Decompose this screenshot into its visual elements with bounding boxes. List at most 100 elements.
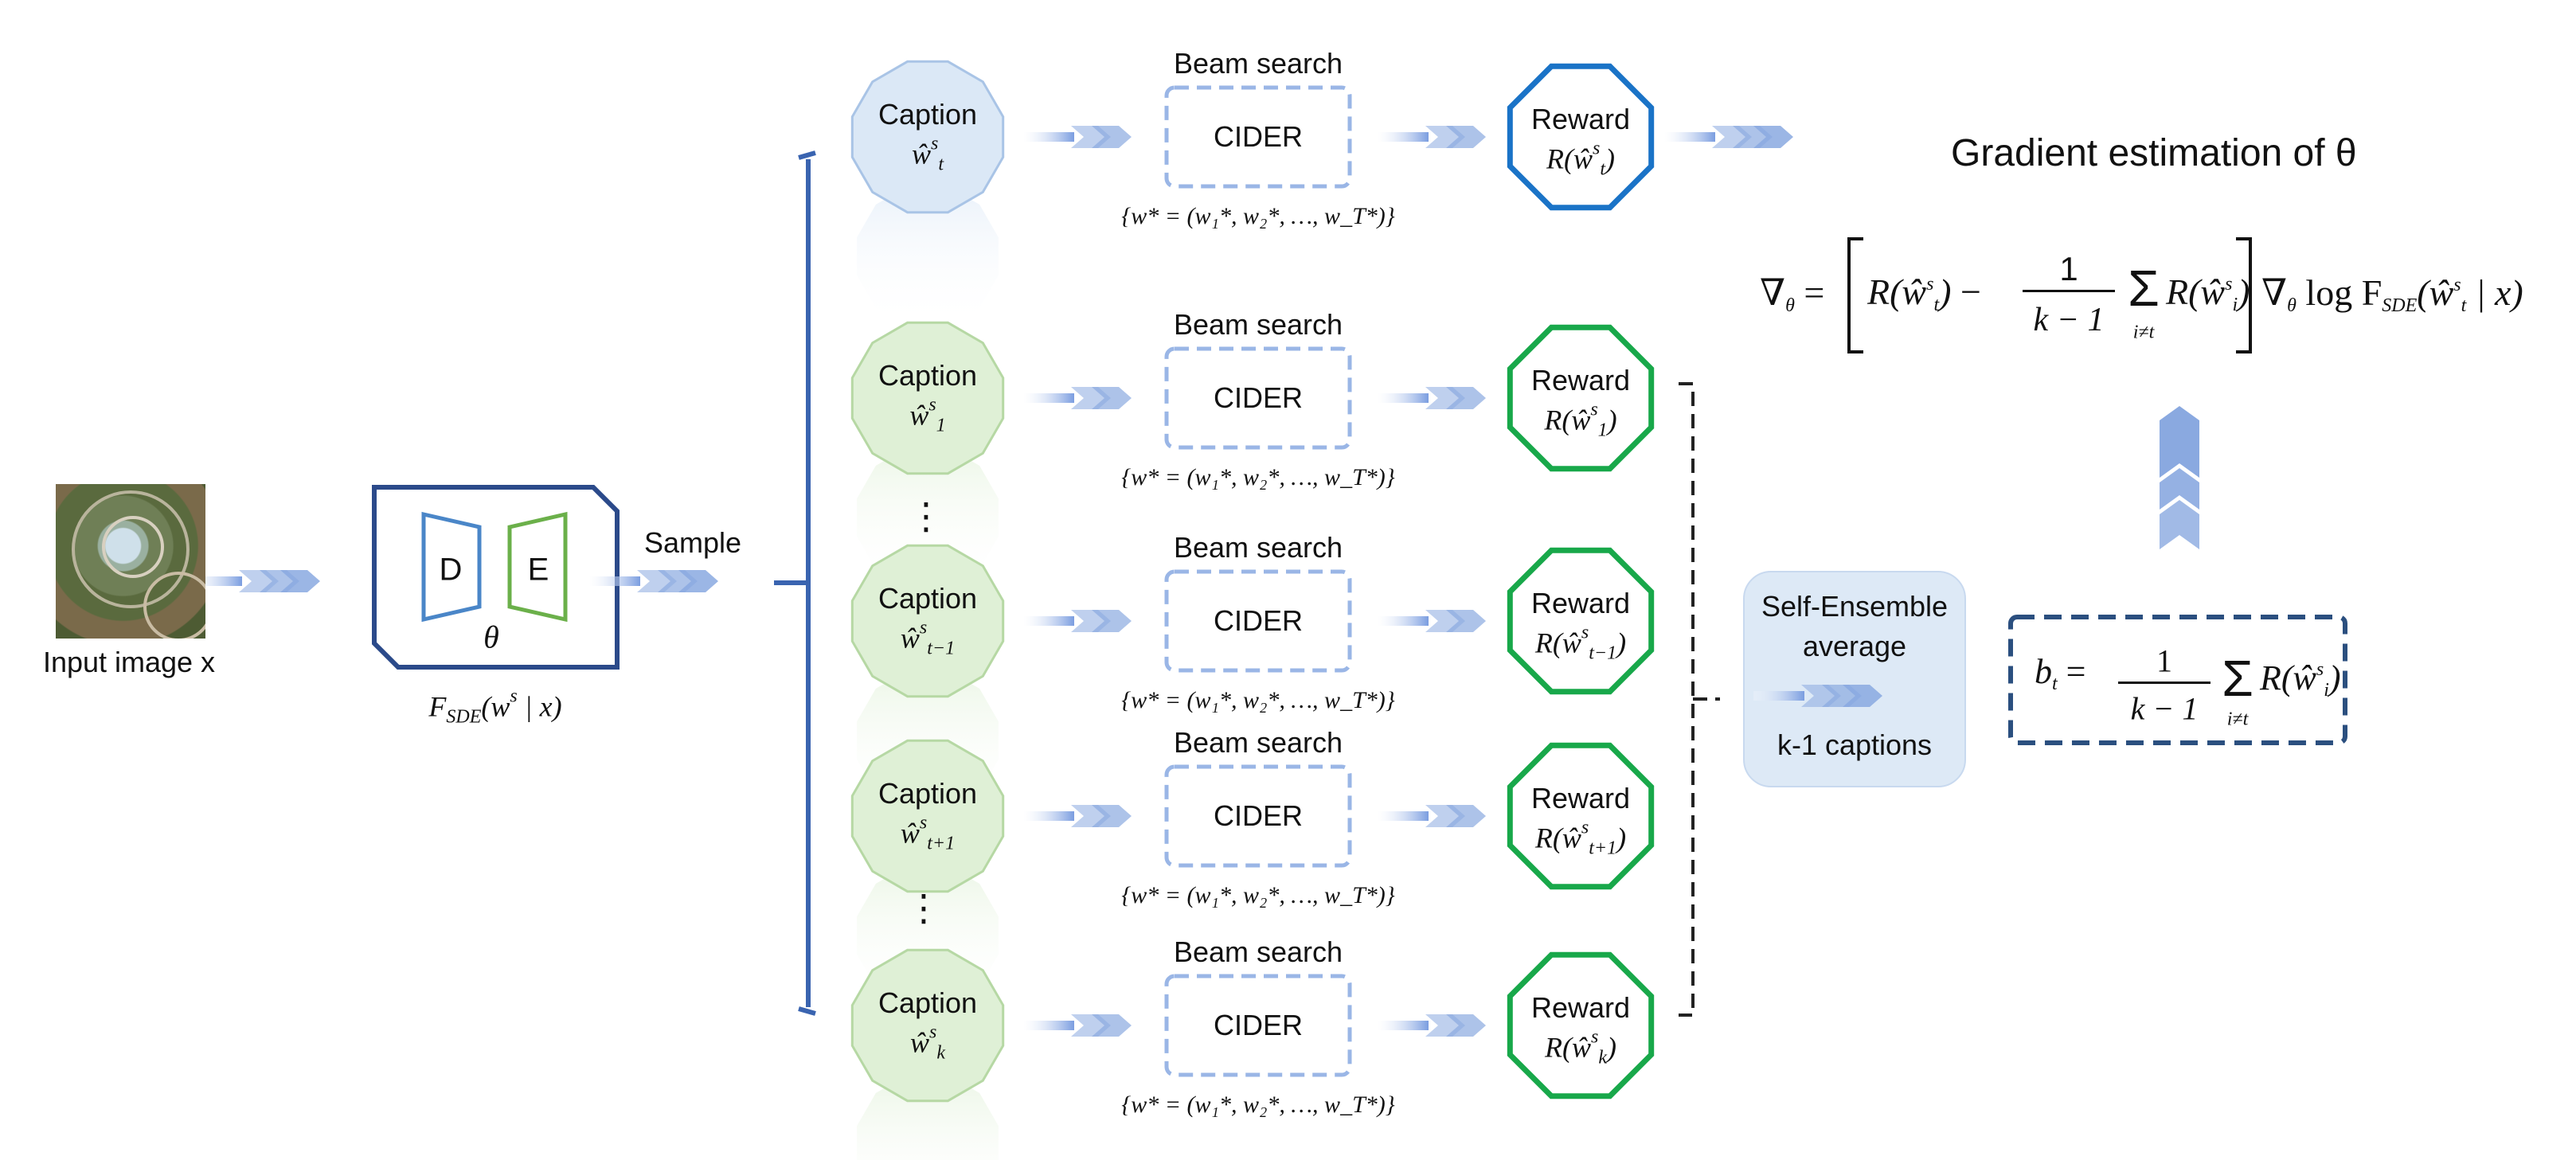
caption-node [850,321,1005,475]
model-theta: θ [483,619,499,655]
reward-node [1507,742,1655,890]
baseline-frac-bar [2118,682,2211,684]
input-image [56,484,205,639]
cider-label: CIDER [1213,1009,1304,1041]
reward-node [1507,324,1655,472]
cider-label: CIDER [1213,381,1304,414]
caption-symbol: ŵst−1 [900,617,956,659]
beam-formula: {w* = (w₁*, w₂*, …, w_T*)} [1121,464,1395,490]
baseline-frac-num: 1 [2156,642,2172,679]
merge-bracket [1679,382,1720,1017]
baseline-box [2008,615,2347,745]
caption-to-cider-arrow [1023,610,1132,632]
caption-to-cider-arrow [1023,1014,1132,1037]
gradient-reward-t: R(ŵst) − [1867,271,1981,315]
beam-search-label: Beam search [1173,308,1343,341]
baseline-frac-den: k − 1 [2130,690,2199,727]
caption-word: Caption [878,359,978,392]
cider-label: CIDER [1213,799,1304,832]
caption-word: Caption [878,986,978,1019]
gradient-title: Gradient estimation of θ [1951,132,2357,174]
reward-formula: R(ŵst−1) [1534,622,1627,664]
caption-node [850,948,1005,1103]
cider-to-reward-arrow [1378,805,1486,827]
input-to-model-arrow [191,570,320,592]
gradient-frac-den: k − 1 [2033,302,2105,338]
ensemble-title: Self-Ensemble [1761,590,1949,623]
ensemble-arrow [1753,685,1882,707]
ellipsis-lower: ⋮ [905,887,942,928]
caption-word: Caption [878,582,978,615]
cider-to-reward-arrow [1378,610,1486,632]
ensemble-captions: k-1 captions [1777,728,1933,761]
cider-label: CIDER [1213,120,1304,153]
cider-box [1164,85,1352,189]
baseline-sum-sub: i≠t [2226,709,2249,730]
caption-node [850,739,1005,893]
cider-label: CIDER [1213,604,1304,637]
reward-formula: R(ŵsk) [1544,1026,1617,1068]
reward-word: Reward [1530,782,1631,814]
gradient-frac-bar [2023,290,2115,292]
encoder-shape [507,511,568,623]
gradient-lhs: ∇θ = [1760,272,1825,316]
caption-node [850,60,1005,214]
beam-formula: {w* = (w₁*, w₂*, …, w_T*)} [1121,687,1395,713]
cider-box [1164,569,1352,673]
grad-bracket-left [1847,237,1863,353]
cider-box [1164,974,1352,1077]
model-to-sample-arrow [589,570,718,592]
ensemble-subtitle: average [1802,630,1907,662]
reward-node [1507,547,1655,695]
caption-word: Caption [878,777,978,810]
reward-formula: R(ŵst+1) [1534,817,1627,859]
caption-to-cider-arrow [1023,805,1132,827]
gradient-sum-sub: i≠t [2132,322,2155,343]
ellipsis-upper: ⋮ [908,495,944,537]
reward-to-gradient-arrow [1664,126,1793,148]
caption-symbol: ŵs1 [909,394,946,436]
caption-word: Caption [878,98,978,131]
reward-node [1507,63,1655,211]
beam-search-label: Beam search [1173,47,1343,80]
ensemble-box [1743,571,1966,787]
sample-label: Sample [643,526,742,559]
input-image-label: Input image x [42,646,216,678]
encoder-label: E [527,552,549,588]
decoder-label: D [439,552,463,588]
beam-formula: {w* = (w₁*, w₂*, …, w_T*)} [1121,882,1395,908]
reward-formula: R(ŵs1) [1544,399,1617,441]
gradient-frac-num: 1 [2059,250,2078,287]
beam-search-label: Beam search [1173,531,1343,564]
cider-to-reward-arrow [1378,387,1486,409]
beam-search-label: Beam search [1173,935,1343,968]
cider-box [1164,346,1352,450]
gradient-reward-i: R(ŵsi) [2166,271,2250,315]
caption-to-cider-arrow [1023,387,1132,409]
caption-to-cider-arrow [1023,126,1132,148]
reward-word: Reward [1530,587,1631,619]
reward-word: Reward [1530,364,1631,396]
reward-word: Reward [1530,103,1631,135]
reward-node [1507,951,1655,1099]
caption-node [850,544,1005,698]
caption-symbol: ŵsk [909,1021,946,1064]
cider-to-reward-arrow [1378,126,1486,148]
beam-formula: {w* = (w₁*, w₂*, …, w_T*)} [1121,1092,1395,1118]
caption-symbol: ŵst+1 [900,812,956,854]
baseline-formula: bt = [2035,652,2086,694]
up-arrow-icon [2160,406,2199,549]
beam-search-label: Beam search [1173,726,1343,759]
gradient-log-term: ∇θ log FSDE(ŵst | x) [2261,272,2523,316]
cider-to-reward-arrow [1378,1014,1486,1037]
beam-formula: {w* = (w₁*, w₂*, …, w_T*)} [1121,203,1395,229]
baseline-sum: Σ [2222,650,2254,707]
reward-word: Reward [1530,991,1631,1024]
decoder-shape [421,511,482,623]
fanout-bracket [774,150,816,1016]
baseline-term: R(ŵsi) [2260,658,2341,701]
gradient-sum: Σ [2128,260,2160,317]
caption-reflection [857,1074,999,1160]
cider-box [1164,764,1352,868]
